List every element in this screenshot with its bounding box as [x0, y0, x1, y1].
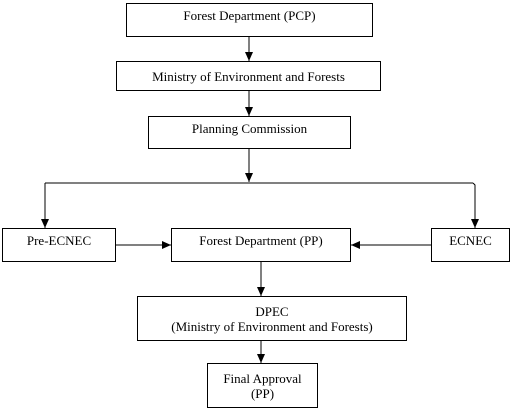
node-planning-commission: Planning Commission	[148, 116, 351, 149]
node-ministry-of-environment: Ministry of Environment and Forests	[116, 61, 381, 91]
node-label: Ministry of Environment and Forests	[152, 68, 345, 84]
node-dpec: DPEC (Ministry of Environment and Forest…	[137, 296, 407, 341]
node-label-line1: Final Approval	[223, 370, 302, 386]
edge-split-to-ecnec	[471, 182, 479, 228]
node-forest-department-pp: Forest Department (PP)	[171, 228, 351, 262]
node-pre-ecnec: Pre-ECNEC	[2, 228, 116, 262]
node-label: Forest Department (PCP)	[183, 8, 316, 23]
node-label: Pre-ECNEC	[26, 233, 92, 248]
node-final-approval: Final Approval (PP)	[207, 363, 318, 408]
node-label-line2: (PP)	[250, 385, 275, 401]
node-label: Planning Commission	[191, 121, 308, 136]
node-forest-department-pcp: Forest Department (PCP)	[126, 3, 373, 37]
node-label: Forest Department (PP)	[199, 233, 323, 248]
node-label-line2: (Ministry of Environment and Forests)	[171, 318, 373, 334]
node-ecnec: ECNEC	[431, 228, 510, 262]
node-label: ECNEC	[449, 233, 492, 248]
node-label-line1: DPEC	[255, 303, 289, 319]
